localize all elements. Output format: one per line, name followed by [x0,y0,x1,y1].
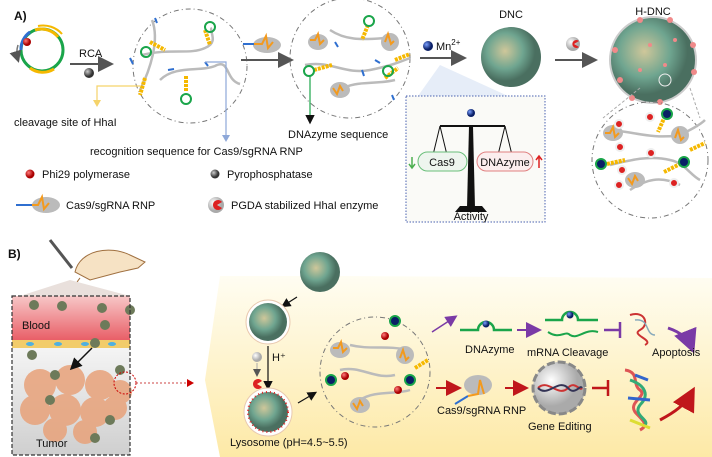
nucleus-icon [531,360,587,416]
down-arrow-icon [408,157,416,170]
apoptosis-label: Apoptosis [652,347,701,359]
activity-balance-box: Cas9 DNAzyme Activity [405,65,546,223]
mrna-cleavage-icon [545,310,599,338]
gray-sphere-icon [210,169,220,179]
rnp-icon [454,375,492,405]
dnazyme-balance-label: DNAzyme [480,157,530,169]
rnp-icon [243,32,281,53]
dnazyme-sequence-label: DNAzyme sequence [288,129,388,141]
legend: Phi29 polymerase Pyrophosphatase Cas9/sg… [16,169,378,213]
mn-ion-icon [423,41,433,51]
cleavage-pointer [96,85,140,100]
dnazyme-icon [460,320,512,332]
legend-label: Pyrophosphatase [227,169,313,181]
hdnc-nanoparticle [609,16,697,105]
panel-b-label: B) [8,247,21,261]
red-sphere-icon [25,169,35,179]
enzyme-pacman-icon [566,37,580,51]
pyrophosphatase-icon [84,68,94,78]
released-components-zoom [319,315,431,428]
cas9-pan [417,151,468,172]
rnp-bound-product-zoom [289,0,411,119]
syringe-icon [48,239,74,269]
legend-label: Cas9/sgRNA RNP [66,200,155,212]
panel-a-label: A) [14,9,27,23]
dnc-nanoparticle [481,27,541,87]
tumor-tissue-box: Blood Tumor [11,295,137,456]
rnp-label: Cas9/sgRNA RNP [437,405,526,417]
lysosome-label: Lysosome (pH=4.5~5.5) [230,437,348,449]
enzyme-pacman-icon [252,352,262,362]
released-enzyme-icon [252,379,262,389]
blood-label: Blood [22,320,50,332]
rca-label: RCA [79,48,103,60]
rnp-icon [16,193,60,213]
legend-label: Phi29 polymerase [42,169,130,181]
mouse-illustration [20,239,146,298]
activity-label: Activity [454,211,489,223]
hdnc-entering-cell [300,252,340,292]
tumor-label: Tumor [36,438,68,450]
mn-ion-icon [467,109,475,117]
enzyme-pacman-icon [208,197,224,213]
dnazyme-label: DNAzyme [465,344,515,356]
recognition-pointer [205,61,227,135]
phi29-icon [23,38,31,46]
rca-product-zoom [129,8,248,124]
hdnc-label: H-DNC [635,6,670,18]
gene-editing-label: Gene Editing [528,421,592,433]
mrna-cleavage-label: mRNA Cleavage [527,347,608,359]
up-arrow-icon [535,154,543,168]
dnc-label: DNC [499,9,523,21]
inhibit-symbol [592,380,610,396]
legend-label: PGDA stabilized HhaI enzyme [231,200,378,212]
cas9-label: Cas9 [429,157,455,169]
protein-structure-icon [629,313,656,346]
inhibit-symbol [604,322,622,338]
protein-structure-icon [624,368,651,432]
cleavage-site-label: cleavage site of HhaI [14,117,117,129]
hdnc-detail-zoom [591,101,709,219]
mn-label: Mn2+ [436,38,461,53]
dnazyme-pan [476,151,534,172]
h-plus-label: H⁺ [272,352,286,364]
recognition-label: recognition sequence for Cas9/sgRNA RNP [90,146,303,158]
circular-template-icon [9,24,65,74]
